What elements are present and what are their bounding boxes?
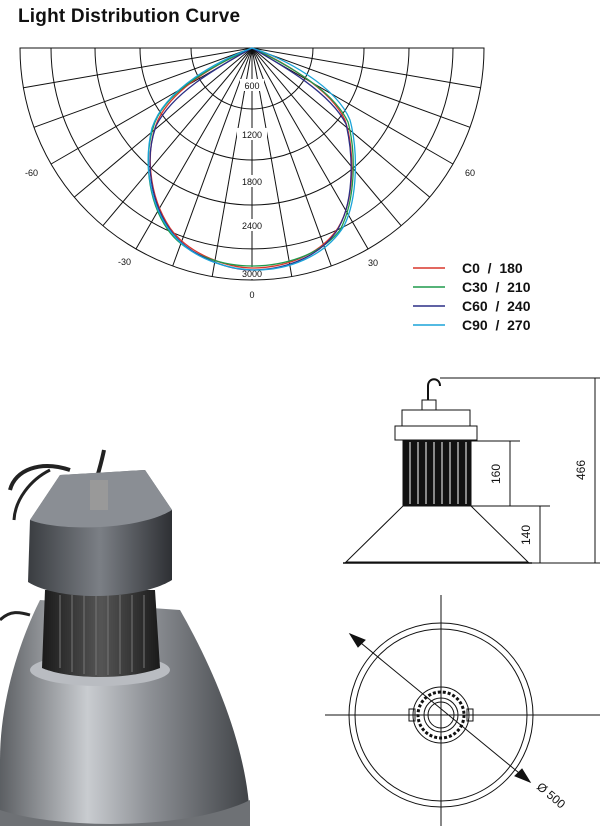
diameter-label: Ø 500 [534,780,568,812]
legend-label-c30: C30 / 210 [462,279,531,295]
legend-label-c60: C60 / 240 [462,298,531,314]
radial-label-3000: 3000 [242,269,262,279]
curve-c90-270 [147,47,357,271]
dimension-140: 140 [519,525,533,545]
radial-label-2400: 2400 [242,221,262,231]
angle-label-30: 30 [368,258,378,268]
distribution-curves [147,47,357,271]
curve-c0-180 [149,47,353,269]
angle-label-minus60: -60 [25,168,38,178]
dimension-160: 160 [489,464,503,484]
angle-labels: -60 -30 0 30 60 [25,168,475,300]
dimension-466: 466 [574,460,588,480]
plan-view-drawing [325,595,600,826]
legend-swatches [413,267,445,326]
legend-labels: C0 / 180 C30 / 210 C60 / 240 C90 / 270 [462,260,531,333]
angle-label-0: 0 [249,290,254,300]
legend-label-c90: C90 / 270 [462,317,531,333]
angle-label-minus30: -30 [118,257,131,267]
dimension-labels: 160 140 466 [489,460,588,545]
radial-label-1200: 1200 [242,130,262,140]
angle-label-60: 60 [465,168,475,178]
side-elevation-drawing [343,377,600,564]
radial-label-1800: 1800 [242,177,262,187]
legend-label-c0: C0 / 180 [462,260,523,276]
radial-label-600: 600 [244,81,259,91]
product-photo [0,449,250,826]
page-title: Light Distribution Curve [18,6,241,27]
